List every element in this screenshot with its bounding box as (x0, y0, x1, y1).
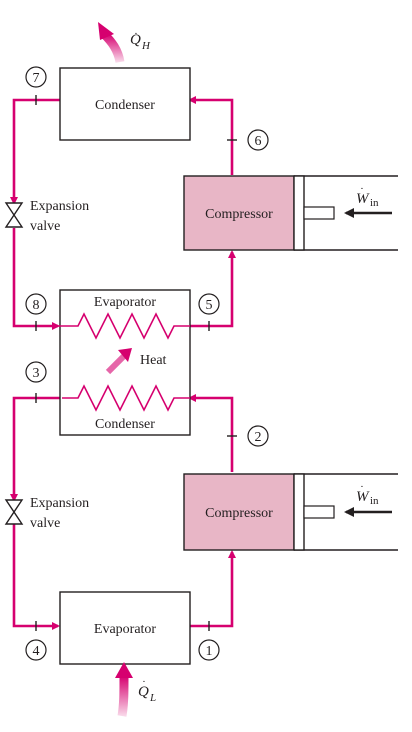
pipe-valve-to-8 (12, 228, 60, 330)
state-2: 2 (247, 425, 269, 447)
state-3: 3 (25, 361, 47, 383)
upper-piston-rod (303, 206, 335, 220)
svg-text:8: 8 (33, 298, 40, 313)
upper-compressor-label: Compressor (205, 207, 273, 222)
lower-valve-label-2: valve (30, 516, 60, 531)
state-markers: 7 6 8 5 3 2 4 1 (25, 66, 269, 661)
q-l-symbol: Q (138, 684, 149, 700)
state-8: 8 (25, 293, 47, 315)
upper-valve-label-1: Expansion (30, 199, 89, 214)
pipe-6-to-condenser (188, 96, 234, 175)
upper-w-symbol: W (356, 191, 370, 207)
upper-condenser-label: Condenser (95, 98, 155, 113)
upper-valve-label-2: valve (30, 219, 60, 234)
state-ticks (35, 95, 237, 631)
upper-condenser: Condenser (59, 67, 191, 141)
state-7: 7 (25, 66, 47, 88)
lower-evaporator: Evaporator (59, 591, 191, 665)
lower-expansion-valve: Expansion valve (4, 496, 89, 531)
svg-text:·: · (360, 481, 364, 493)
state-4: 4 (25, 639, 47, 661)
q-h-subscript: H (141, 40, 151, 52)
pipe-7-to-valve (10, 98, 62, 205)
pipe-5-to-compressor (190, 250, 236, 328)
svg-text:·: · (142, 676, 146, 688)
heat-in-arrow: Q · L (115, 662, 156, 717)
svg-text:5: 5 (206, 298, 213, 313)
upper-expansion-valve: Expansion valve (4, 199, 89, 234)
pipe-3-to-valve (10, 396, 62, 502)
lower-w-symbol: W (356, 489, 370, 505)
svg-text:·: · (134, 28, 138, 40)
svg-text:1: 1 (206, 644, 213, 659)
lower-piston-rod (303, 505, 335, 519)
state-5: 5 (198, 293, 220, 315)
upper-compressor: Compressor W · in (183, 175, 398, 251)
upper-piston (293, 175, 305, 251)
hx-evaporator-label: Evaporator (94, 295, 157, 310)
svg-text:4: 4 (33, 644, 40, 659)
svg-text:·: · (360, 183, 364, 195)
piping (10, 96, 236, 630)
lower-w-subscript: in (370, 495, 379, 507)
upper-w-subscript: in (370, 197, 379, 209)
svg-text:2: 2 (255, 430, 262, 445)
state-1: 1 (198, 639, 220, 661)
svg-text:3: 3 (33, 366, 40, 381)
svg-text:6: 6 (255, 134, 262, 149)
svg-text:7: 7 (33, 71, 40, 86)
evaporator-coil (58, 312, 190, 340)
pipe-1-to-compressor (190, 550, 236, 628)
condenser-coil (62, 384, 190, 412)
pipe-valve-to-4 (12, 524, 60, 630)
heat-out-arrow: Q · H (98, 22, 151, 63)
lower-compressor: Compressor W · in (183, 473, 398, 551)
pipe-2-to-condenser (188, 394, 234, 472)
lower-valve-label-1: Expansion (30, 496, 89, 511)
lower-piston (293, 473, 305, 551)
q-h-symbol: Q (130, 32, 141, 48)
cascade-heat-exchanger: Evaporator Heat Condenser (58, 289, 191, 436)
lower-compressor-label: Compressor (205, 506, 273, 521)
lower-evaporator-label: Evaporator (94, 622, 157, 637)
state-6: 6 (247, 129, 269, 151)
hx-condenser-label: Condenser (95, 417, 155, 432)
heat-transfer-arrow (118, 348, 132, 362)
q-l-subscript: L (149, 692, 156, 704)
hx-heat-label: Heat (140, 353, 167, 368)
